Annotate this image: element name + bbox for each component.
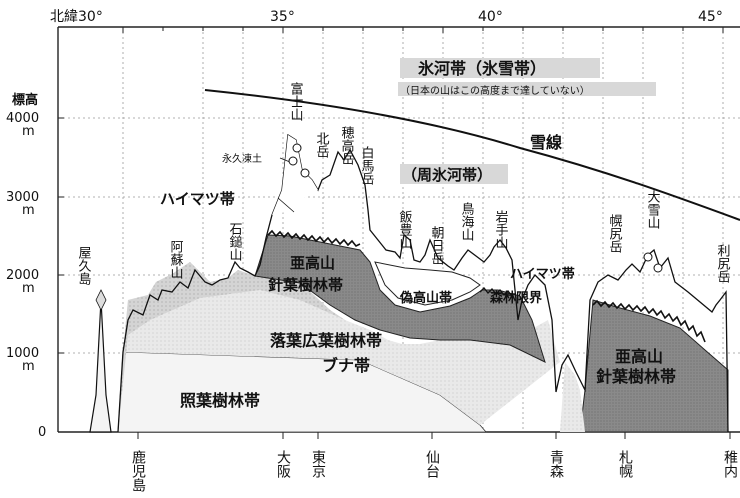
y-tick-3000: 3000	[6, 190, 39, 205]
mountain-kitadake: 北岳	[314, 132, 330, 158]
latitude-40: 40°	[478, 9, 503, 25]
mountain-rishiri: 利尻岳	[715, 244, 731, 283]
y-tick-1000: 1000	[6, 346, 39, 361]
mountain-aso: 阿蘇山	[168, 240, 184, 279]
haimatsu-pointer	[277, 197, 295, 213]
deciduous-label: 落葉広葉樹林帯	[270, 331, 382, 350]
city-sendai: 仙台	[424, 450, 440, 478]
tree-line-center	[479, 286, 513, 297]
latitude-ticks	[122, 27, 724, 33]
snowline-label: 雪線	[530, 133, 562, 152]
periglacial-label: （周氷河帯）	[402, 166, 492, 184]
snow-line	[204, 89, 740, 221]
mountain-profile	[89, 299, 112, 433]
mountain-chokai: 鳥海山	[459, 202, 475, 241]
glacial-zone-label: 氷河帯（氷雪帯）	[418, 59, 546, 78]
mountain-iwate: 岩手山	[493, 210, 509, 249]
subalpine-left-label-1: 亜高山	[290, 254, 335, 272]
glacial-note: （日本の山はこの高度まで達していない）	[400, 84, 590, 97]
deciduous-zone	[123, 262, 560, 425]
y-tick-0: 0	[38, 425, 46, 440]
y-tick-2000: 2000	[6, 268, 39, 283]
tree-line-right	[592, 299, 706, 343]
city-osaka: 大阪	[275, 450, 291, 478]
y-unit-1000: m	[22, 359, 35, 374]
evergreen-label: 照葉樹林帯	[180, 391, 260, 410]
subalpine-left-label-2: 針葉樹林帯	[268, 276, 343, 294]
y-tick-4000: 4000	[6, 111, 39, 126]
city-wakkanai: 稚内	[722, 450, 738, 479]
mountain-hotaka: 穂高岳	[339, 126, 355, 165]
mountain-ishizuchi: 石鎚山	[227, 222, 243, 261]
subalpine-right-label-1: 亜高山	[615, 347, 663, 366]
mountain-asahi: 朝日岳	[429, 226, 445, 265]
mountain-yakushima: 屋久島	[76, 246, 92, 285]
city-aomori: 青森	[548, 450, 564, 478]
beech-label: ブナ帯	[322, 356, 370, 375]
tree-line-label: 森林限界	[490, 290, 542, 306]
latitude-30: 北緯30°	[50, 9, 103, 25]
permafrost-label: 永久凍土	[222, 152, 262, 165]
latitude-35: 35°	[270, 9, 295, 25]
latitude-45: 45°	[698, 9, 723, 25]
subalpine-conifer-zone-left	[254, 234, 546, 363]
subalpine-conifer-zone-right	[579, 299, 729, 433]
haimatsu-right-label: ハイマツ帯	[510, 266, 575, 282]
y-unit-2000: m	[22, 281, 35, 296]
mountain-shirouma: 白馬岳	[359, 145, 375, 185]
city-kagoshima: 鹿児島	[130, 449, 146, 492]
mountain-taisetsu: 大雪山	[645, 190, 661, 229]
y-axis-title: 標高	[12, 92, 38, 108]
city-ticks	[137, 432, 731, 439]
tree-line-left	[267, 229, 361, 248]
subalpine-right-label-2: 針葉樹林帯	[596, 367, 676, 386]
pseudo-alpine-label: 偽高山帯	[399, 290, 452, 306]
city-sapporo: 札幌	[617, 450, 633, 478]
glacial-label-bg	[400, 58, 600, 78]
mountain-iide: 飯豊山	[397, 210, 413, 249]
mountain-poroshiri: 幌尻岳	[607, 213, 623, 253]
city-tokyo: 東京	[310, 450, 326, 478]
elevation-ticks	[58, 117, 64, 354]
pseudo-alpine-zone	[374, 261, 481, 306]
y-unit-4000: m	[22, 124, 35, 139]
haimatsu-left-label: ハイマツ帯	[160, 190, 235, 208]
y-unit-3000: m	[22, 203, 35, 218]
permafrost-icon	[288, 143, 663, 273]
mountain-fuji: 富士山	[288, 81, 304, 121]
